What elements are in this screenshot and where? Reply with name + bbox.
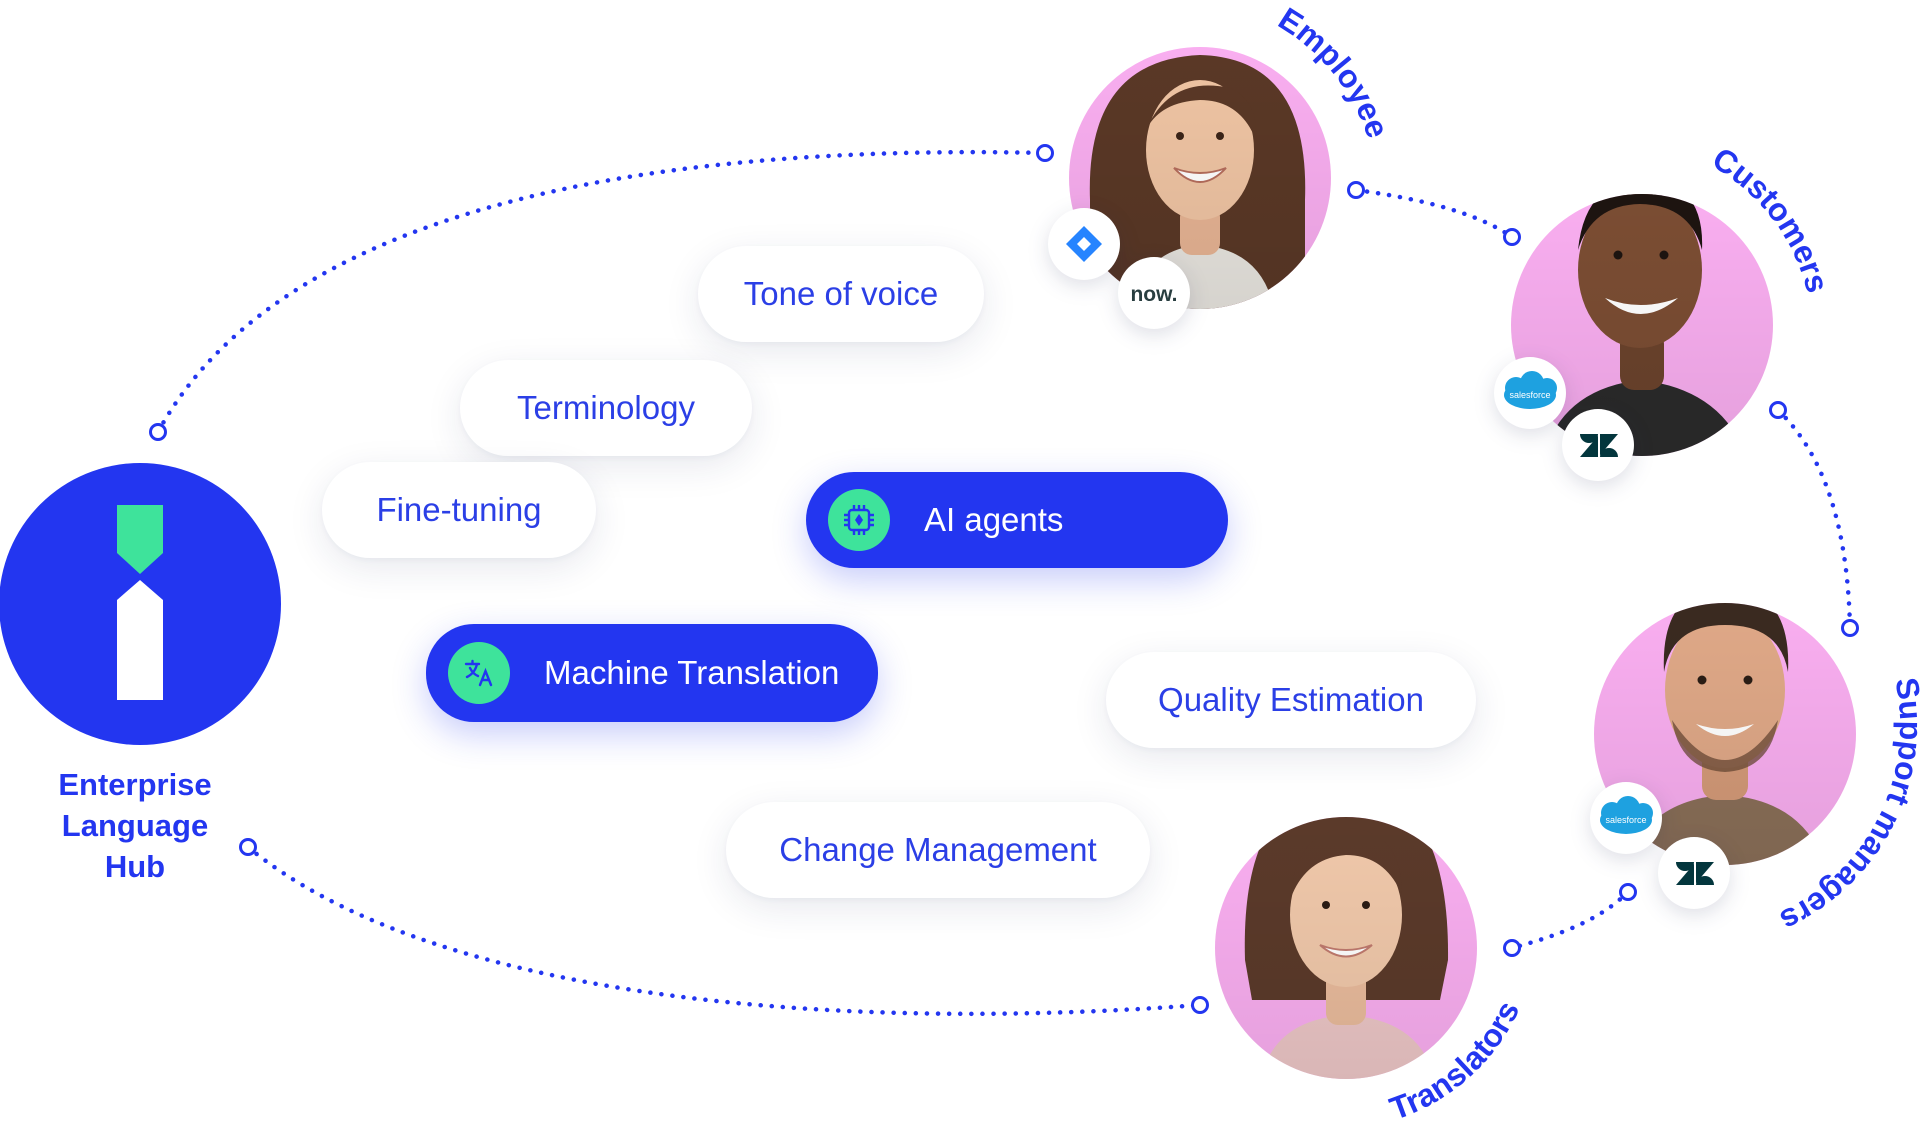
connector-customers-support: [1775, 407, 1853, 631]
salesforce-wordmark: salesforce: [1605, 815, 1646, 825]
salesforce-icon: salesforce: [1600, 796, 1653, 834]
connector-node: [1841, 619, 1859, 637]
chip-icon: [828, 489, 890, 551]
connector-hub-translators: [245, 844, 1203, 1017]
avatar-translators: [1215, 817, 1477, 1079]
connector-employees-customers: [1353, 187, 1515, 240]
connector-node: [1503, 228, 1521, 246]
connector-node: [149, 423, 167, 441]
zendesk-icon: [1676, 862, 1714, 885]
capability-label: Terminology: [517, 389, 695, 426]
hub-label-line: Language: [61, 808, 209, 843]
avatar-employees: [1069, 47, 1331, 309]
salesforce-icon: salesforce: [1504, 371, 1557, 409]
capability-label: Machine Translation: [544, 654, 840, 691]
connector-node: [1503, 939, 1521, 957]
connector-node: [1769, 401, 1787, 419]
capability-quality-estimation: Quality Estimation: [1106, 652, 1476, 748]
hub-label-line: Enterprise: [58, 767, 212, 802]
salesforce-wordmark: salesforce: [1509, 390, 1550, 400]
avatar-customers: [1511, 194, 1773, 456]
translate-icon: [448, 642, 510, 704]
connector-hub-employees: [155, 149, 1048, 435]
capability-terminology: Terminology: [460, 360, 752, 456]
capability-machine-translation: Machine Translation: [426, 624, 878, 722]
connector-node: [1619, 883, 1637, 901]
hub-label-line: Hub: [104, 849, 166, 884]
capability-change-management: Change Management: [726, 802, 1150, 898]
connector-node: [1036, 144, 1054, 162]
capability-ai-agents: AI agents: [806, 472, 1228, 568]
capability-tone-of-voice: Tone of voice: [698, 246, 984, 342]
zendesk-icon: [1580, 434, 1618, 457]
jira-icon: [1066, 226, 1102, 262]
capability-label: Quality Estimation: [1158, 681, 1424, 718]
capability-label: Fine-tuning: [376, 491, 542, 528]
hub-logo: [0, 463, 281, 745]
servicenow-icon: now.: [1130, 283, 1177, 306]
servicenow-badge: [1118, 257, 1190, 329]
hub-label: Enterprise Language Hub: [20, 764, 250, 887]
capability-label: AI agents: [924, 501, 1064, 538]
capability-fine-tuning: Fine-tuning: [322, 462, 596, 558]
capability-label: Change Management: [779, 831, 1097, 868]
connector-node: [1191, 996, 1209, 1014]
connector-support-translators: [1509, 889, 1631, 951]
capability-label: Tone of voice: [743, 275, 939, 312]
connector-node: [239, 838, 257, 856]
connector-node: [1347, 181, 1365, 199]
